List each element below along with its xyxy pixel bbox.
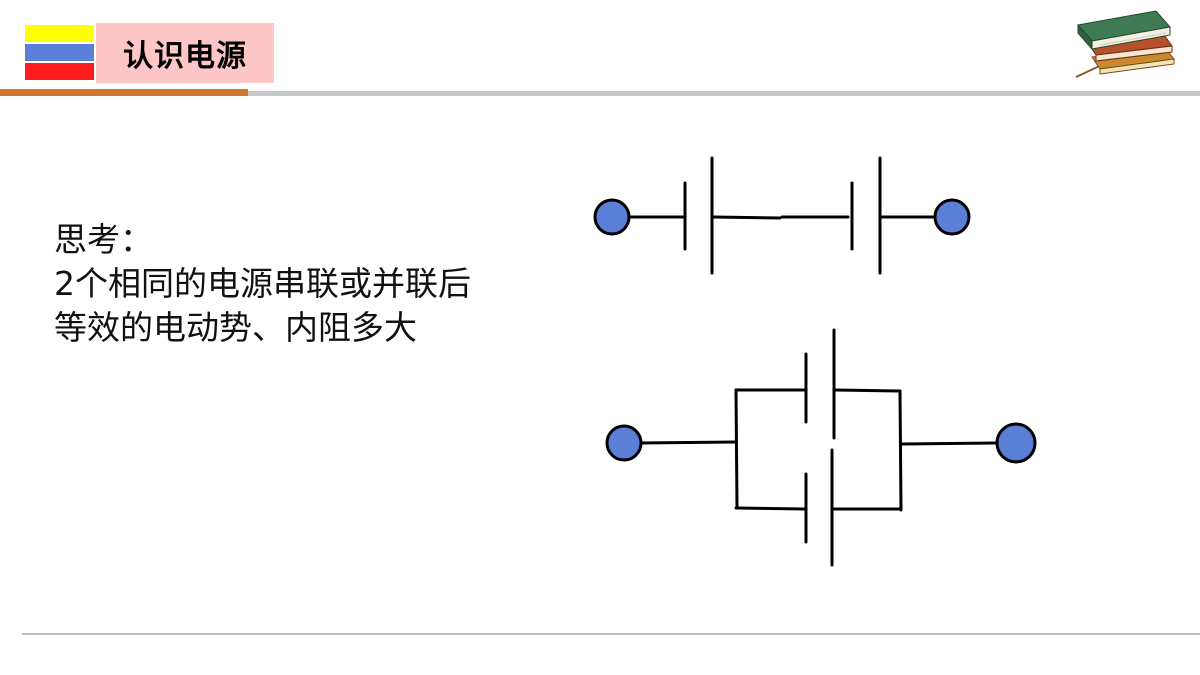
header-stripe-blue: [25, 44, 94, 61]
parallel-wire-left: [638, 440, 738, 445]
footer-rule: [22, 633, 1200, 635]
parallel-terminal-left: [605, 424, 643, 462]
title-box: 认识电源: [96, 23, 274, 83]
parallel-wire-right: [900, 441, 998, 446]
series-terminal-left: [593, 198, 631, 236]
header-rule-accent: [0, 89, 248, 96]
parallel-bottom-left-wire: [734, 506, 806, 511]
header-stripe-yellow: [25, 25, 94, 42]
parallel-left-rail: [734, 388, 739, 510]
header-stripe-red: [25, 63, 94, 80]
series-circuit-diagram: [593, 156, 971, 275]
question-label: 思考：: [54, 220, 153, 259]
parallel-terminal-right: [995, 422, 1037, 464]
parallel-circuit-diagram: [605, 328, 1037, 567]
question-block: 思考： 2个相同的电源串联或并联后 等效的电动势、内阻多大: [54, 218, 471, 350]
books-icon: [1075, 10, 1175, 78]
series-wire-middle-a: [712, 215, 782, 220]
parallel-top-right-wire: [834, 388, 902, 393]
header-rule: [248, 91, 1200, 96]
question-line-1: 2个相同的电源串联或并联后: [54, 264, 471, 303]
parallel-right-rail: [898, 389, 903, 512]
series-terminal-right: [933, 198, 971, 236]
page-title: 认识电源: [123, 39, 247, 74]
question-line-2: 等效的电动势、内阻多大: [54, 308, 417, 347]
